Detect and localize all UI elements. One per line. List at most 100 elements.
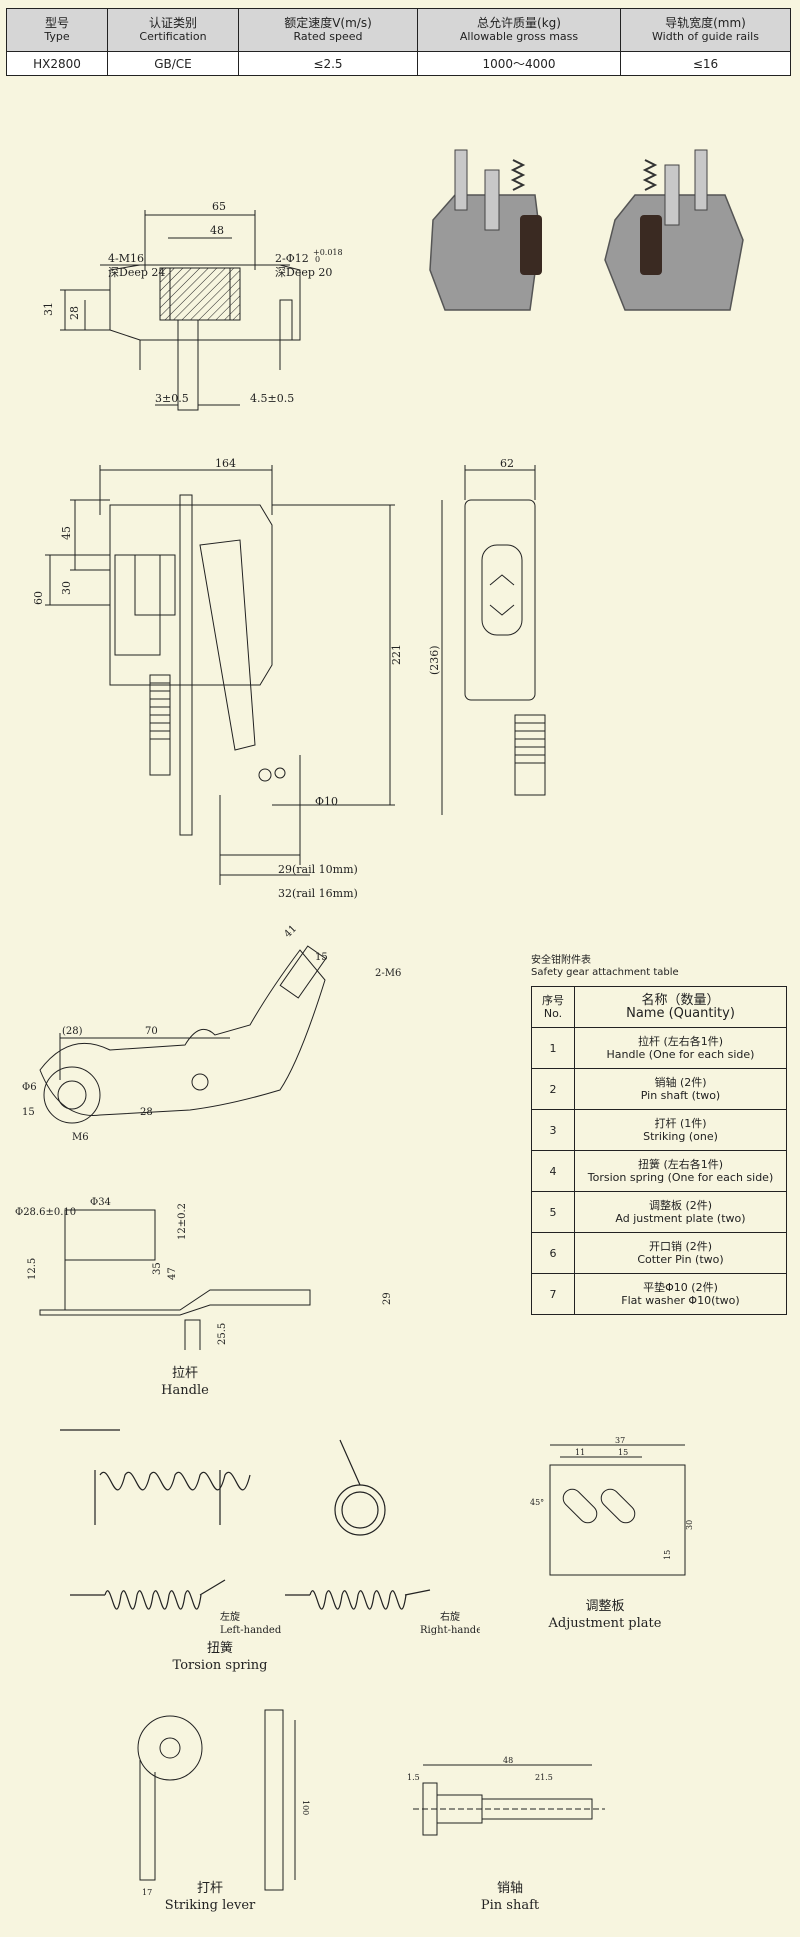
dim-29: 29 <box>382 1292 393 1305</box>
dim-48: 48 <box>210 224 224 237</box>
torsion-spring-drawing: 左旋 Left-handed 右旋 Right-handed <box>60 1429 480 1635</box>
att-row-no: 4 <box>531 1150 575 1192</box>
pin-dim-21-5: 21.5 <box>535 1773 553 1782</box>
pin-shaft-drawing: 48 1.5 21.5 <box>407 1756 605 1836</box>
plate-dim-45: 45° <box>530 1498 544 1507</box>
dim-70: 70 <box>145 1026 158 1037</box>
dim-15-slot: 15 <box>315 952 328 963</box>
att-row-no: 3 <box>531 1109 575 1151</box>
lever-dim-100: 100 <box>301 1800 310 1815</box>
dim-phi6: Φ6 <box>22 1082 37 1093</box>
plate-dim-15: 15 <box>618 1448 628 1457</box>
right-handed-en: Right-handed <box>420 1625 480 1635</box>
right-handed-cn: 右旋 <box>440 1610 460 1623</box>
dim-12-tol: 12±0.2 <box>177 1203 188 1240</box>
spec-header-rail-width: 导轨宽度(mm)Width of guide rails <box>620 8 791 52</box>
adjustment-plate-caption-cn: 调整板 <box>585 1599 625 1614</box>
handle-caption-en: Handle <box>161 1383 209 1398</box>
adjustment-plate-caption: 调整板 Adjustment plate <box>540 1598 670 1632</box>
front-view-drawing: 164 45 30 60 221 Φ10 29(rail 10mm) 32(ra… <box>32 457 403 900</box>
torsion-spring-caption-cn: 扭簧 <box>206 1641 233 1656</box>
dim-221: 221 <box>390 644 403 665</box>
dim-65: 65 <box>212 200 226 213</box>
dim-4-5-tol: 4.5±0.5 <box>250 392 294 405</box>
att-header-name: 名称（数量）Name (Quantity) <box>574 986 787 1028</box>
attachment-title-cn: 安全钳附件表 <box>531 955 591 966</box>
att-row-no: 2 <box>531 1068 575 1110</box>
dim-m6: M6 <box>72 1132 89 1143</box>
att-row-no: 1 <box>531 1027 575 1069</box>
dim-29-rail10: 29(rail 10mm) <box>278 863 358 876</box>
dim-deep-20: 深Deep 20 <box>275 266 332 279</box>
dim-tol-lower: 0 <box>315 255 320 264</box>
plate-dim-30: 30 <box>685 1520 694 1530</box>
pin-shaft-caption-cn: 销轴 <box>496 1881 523 1896</box>
dim-32-rail16: 32(rail 16mm) <box>278 887 358 900</box>
plate-dim-37: 37 <box>615 1436 625 1445</box>
attachment-title-en: Safety gear attachment table <box>531 967 679 978</box>
pin-dim-1-5: 1.5 <box>407 1773 420 1782</box>
dim-phi28-6: Φ28.6±0.10 <box>15 1207 76 1218</box>
dim-45: 45 <box>60 526 73 540</box>
left-handed-en: Left-handed <box>220 1625 282 1635</box>
dim-deep-24: 深Deep 24 <box>108 266 165 279</box>
dim-15-hole: 15 <box>22 1107 35 1118</box>
dim-2-m6: 2-M6 <box>375 968 401 979</box>
dim-2phi12: 2-Φ12 <box>275 252 309 265</box>
dim-tol-upper: +0.018 <box>313 248 343 257</box>
pin-dim-48: 48 <box>503 1756 513 1765</box>
att-row-name: 销轴 (2件)Pin shaft (two) <box>574 1068 787 1110</box>
dim-phi34: Φ34 <box>90 1197 111 1208</box>
spec-header-mass: 总允许质量(kg)Allowable gross mass <box>417 8 621 52</box>
spec-cell-certification: GB/CE <box>107 51 239 76</box>
adjustment-plate-caption-en: Adjustment plate <box>548 1616 662 1631</box>
att-row-name: 拉杆 (左右各1件)Handle (One for each side) <box>574 1027 787 1069</box>
dim-28-arm: 28 <box>140 1107 153 1118</box>
pin-shaft-caption-en: Pin shaft <box>480 1898 540 1913</box>
attachment-table-title: 安全钳附件表 Safety gear attachment table <box>531 955 679 979</box>
dim-236: (236) <box>428 645 441 675</box>
dim-4m16: 4-M16 <box>108 252 144 265</box>
handle-caption: 拉杆 Handle <box>150 1365 220 1399</box>
side-view-drawing: 62 (236) <box>428 457 546 815</box>
dim-28: 28 <box>68 306 81 320</box>
spec-cell-speed: ≤2.5 <box>238 51 418 76</box>
plate-dim-15b: 15 <box>663 1550 672 1560</box>
spec-cell-type: HX2800 <box>6 51 108 76</box>
torsion-spring-caption: 扭簧 Torsion spring <box>160 1640 280 1674</box>
safety-gear-photo <box>429 149 744 311</box>
att-row-no: 5 <box>531 1191 575 1233</box>
adjustment-plate-drawing: 37 11 15 45° 30 15 <box>530 1436 694 1576</box>
dim-35: 35 <box>152 1262 163 1275</box>
dim-41: 41 <box>282 923 299 940</box>
att-row-name: 调整板 (2件)Ad justment plate (two) <box>574 1191 787 1233</box>
dim-164: 164 <box>215 457 236 470</box>
dim-47: 47 <box>167 1267 178 1280</box>
left-handed-cn: 左旋 <box>220 1610 240 1623</box>
plate-dim-11: 11 <box>575 1448 585 1457</box>
striking-lever-drawing: 100 17 <box>137 1709 310 1897</box>
top-view-drawing: 65 48 4-M16 深Deep 24 2-Φ12 +0.018 0 深Dee… <box>42 200 343 411</box>
dim-12-5: 12.5 <box>27 1258 38 1280</box>
pin-shaft-caption: 销轴 Pin shaft <box>470 1880 550 1914</box>
torsion-spring-caption-en: Torsion spring <box>172 1658 268 1673</box>
att-row-name: 扭簧 (左右各1件)Torsion spring (One for each s… <box>574 1150 787 1192</box>
spec-cell-rail-width: ≤16 <box>620 51 791 76</box>
dim-31: 31 <box>42 302 55 316</box>
att-row-name: 平垫Φ10 (2件)Flat washer Φ10(two) <box>574 1273 787 1315</box>
spec-cell-mass: 1000～4000 <box>417 51 621 76</box>
dim-25-5: 25.5 <box>217 1323 228 1345</box>
dim-phi10: Φ10 <box>315 795 338 808</box>
dim-62: 62 <box>500 457 514 470</box>
